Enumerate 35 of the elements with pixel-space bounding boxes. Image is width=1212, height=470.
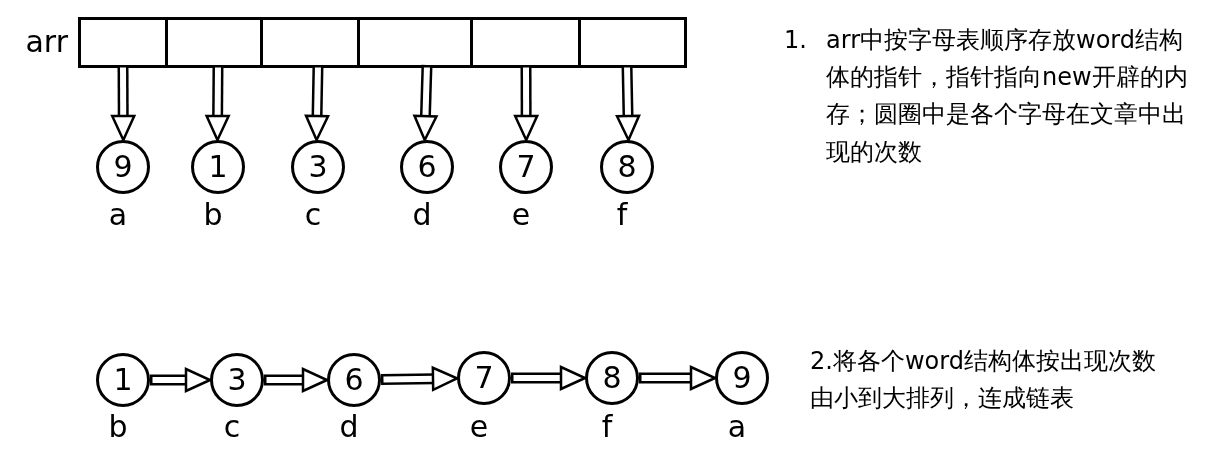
letter-label: f (601, 412, 613, 442)
count-circle: 3 (291, 140, 345, 194)
note-text: 2.将各个word结构体按出现次数由小到大排列，连成链表 (810, 346, 1157, 415)
count-circle: 6 (327, 353, 381, 407)
letter-label: f (616, 200, 628, 230)
count-circle: 8 (600, 140, 654, 194)
hollow-arrow (304, 64, 330, 144)
hollow-arrow (511, 365, 588, 391)
count-circle: 1 (96, 353, 150, 407)
hollow-arrow (513, 65, 540, 143)
letter-label: b (203, 200, 223, 230)
letter-label: d (412, 200, 432, 230)
letter-label: b (108, 412, 128, 442)
count-circle: 3 (210, 353, 264, 407)
hollow-arrow (412, 64, 439, 144)
hollow-arrow (204, 64, 231, 143)
hollow-arrow (110, 65, 137, 143)
hollow-arrow (150, 367, 213, 393)
count-circle: 8 (585, 351, 639, 405)
letter-label: e (511, 200, 531, 230)
hollow-arrow (380, 365, 460, 392)
array (78, 17, 687, 68)
list-number: 1. (784, 25, 807, 56)
array-name: arr (25, 27, 68, 57)
count-circle: 9 (715, 351, 769, 405)
letter-label: d (339, 412, 359, 442)
hollow-arrow (639, 365, 718, 391)
letter-label: c (223, 412, 241, 442)
note-text: arr中按字母表顺序存放word结构体的指针，指针指向new开辟的内存；圆圈中是各个字母在文章中出现的次数 (826, 25, 1188, 168)
letter-label: c (304, 200, 322, 230)
hollow-arrow (615, 64, 641, 144)
letter-label: a (108, 200, 128, 230)
hollow-arrow (264, 367, 330, 393)
letter-label: a (727, 412, 747, 442)
letter-label: e (469, 412, 489, 442)
